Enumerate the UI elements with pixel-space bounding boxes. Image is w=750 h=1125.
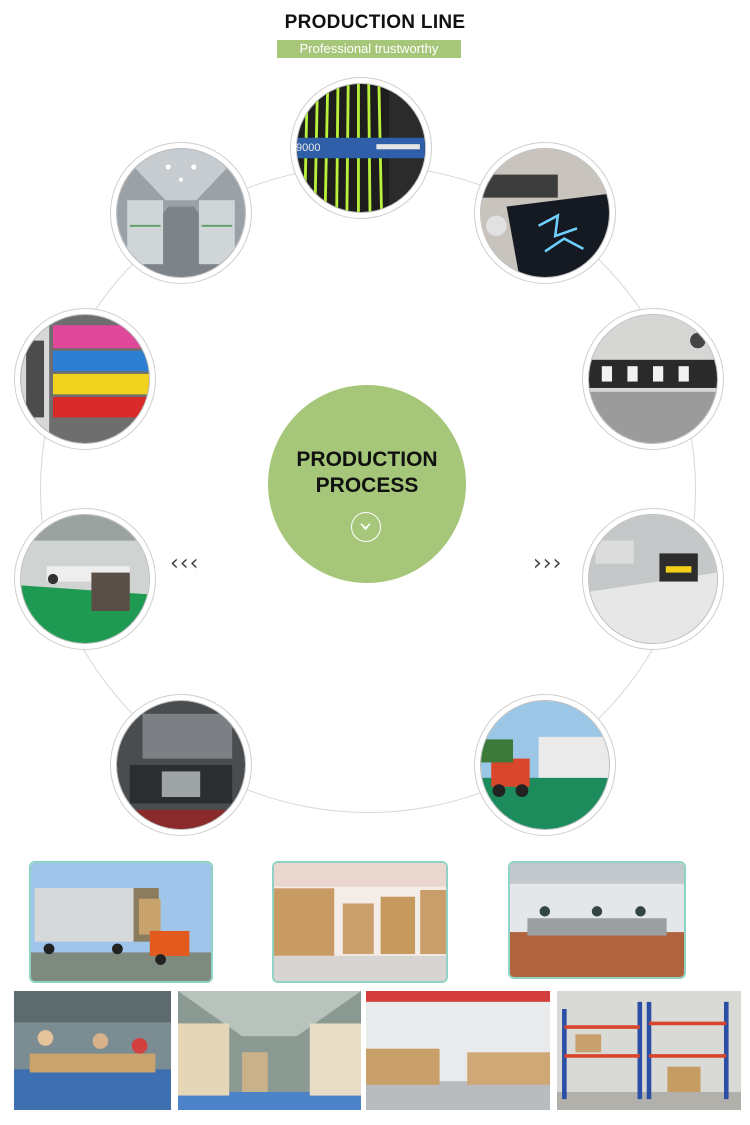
printing-press-photo bbox=[480, 148, 610, 278]
tile-shelving-racks bbox=[557, 991, 741, 1110]
forklift-loading-photo bbox=[480, 700, 610, 830]
process-step-factory-floor bbox=[14, 508, 156, 650]
sewing-machines-photo bbox=[588, 314, 718, 444]
tile-truck-loading bbox=[29, 861, 213, 983]
warehouse-aisle-photo bbox=[116, 148, 246, 278]
next-arrows-icon[interactable]: ››› bbox=[533, 551, 563, 576]
tile-carton-stacks bbox=[272, 861, 448, 983]
center-line-2: PROCESS bbox=[315, 474, 419, 497]
tile-packing-workers bbox=[14, 991, 171, 1110]
factory-floor-photo bbox=[20, 514, 150, 644]
page-title: PRODUCTION LINE bbox=[284, 12, 466, 33]
process-step-loom bbox=[290, 77, 432, 219]
tile-storage-hall bbox=[366, 991, 550, 1110]
process-step-warehouse-aisle bbox=[110, 142, 252, 284]
production-process-label: PRODUCTION PROCESS bbox=[268, 447, 466, 499]
color-rolls-photo bbox=[20, 314, 150, 444]
process-step-molding-machine bbox=[110, 694, 252, 836]
chevron-down-icon[interactable] bbox=[351, 512, 381, 542]
production-process-badge: PRODUCTION PROCESS bbox=[268, 385, 466, 583]
cutting-machine-photo bbox=[588, 514, 718, 644]
tile-workshop bbox=[508, 861, 686, 979]
process-step-cutting-machine bbox=[582, 508, 724, 650]
molding-machine-photo bbox=[116, 700, 246, 830]
loom-machine-label: 9000 bbox=[296, 142, 321, 154]
process-step-printing-press bbox=[474, 142, 616, 284]
page-subtitle: Professional trustworthy bbox=[277, 40, 461, 58]
previous-arrows-icon[interactable]: ‹‹‹ bbox=[170, 551, 200, 576]
process-step-color-rolls bbox=[14, 308, 156, 450]
loom-machine-photo bbox=[296, 83, 426, 213]
center-line-1: PRODUCTION bbox=[296, 448, 438, 471]
process-step-sewing-machines bbox=[582, 308, 724, 450]
tile-warehouse-boxes bbox=[178, 991, 361, 1110]
process-step-forklift-loading bbox=[474, 694, 616, 836]
